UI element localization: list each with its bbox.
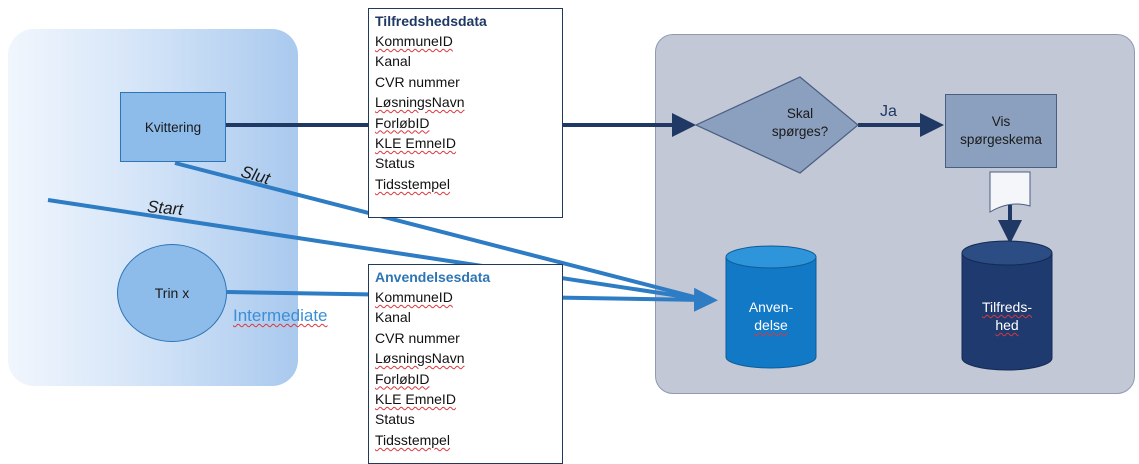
field-text: KLE EmneID [375, 135, 456, 152]
vis-sporgeskema-box: Vis spørgeskema [945, 94, 1057, 168]
field-text: LøsningsNavn [375, 350, 465, 367]
field-text: CVR nummer [375, 329, 460, 346]
anvendelse-line-1: Anven- [748, 299, 794, 315]
field-text: KLE EmneID [375, 391, 456, 408]
field-text: LøsningsNavn [375, 94, 465, 111]
slut-line [174, 161, 707, 302]
tilfredshed-line-1: Tilfreds- [981, 299, 1033, 315]
field-tidsstempel: Tidsstempel [375, 430, 562, 450]
anvendelse-line-2: delse [754, 317, 788, 333]
start-label: Start [146, 197, 184, 220]
field-text: KommuneID [375, 33, 453, 49]
trin-x-label: Trin x [154, 285, 190, 301]
vis-line-2: spørgeskema [960, 132, 1042, 147]
field-cvr-nummer: CVR nummer [375, 72, 562, 92]
tilfredshed-cylinder-label: Tilfreds- hed [962, 298, 1052, 334]
tilfredshed-cylinder [961, 240, 1053, 371]
field-text: Tidsstempel [375, 431, 450, 448]
field-text: Kanal [375, 309, 411, 326]
anvendelse-cylinder-label: Anven- delse [726, 298, 816, 334]
anvendelsesdata-box: Anvendelsesdata KommuneID Kanal CVR numm… [368, 264, 563, 464]
ja-label: Ja [880, 103, 897, 120]
decision-line-2: spørges? [771, 124, 829, 139]
field-forlobid: ForløbID [375, 369, 562, 389]
field-text: Kanal [375, 53, 411, 70]
vis-line-1: Vis [991, 114, 1011, 129]
field-losningsnavn: LøsningsNavn [375, 92, 562, 112]
field-text: ForløbID [375, 370, 430, 387]
kvittering-box: Kvittering [120, 92, 226, 162]
field-text: CVR nummer [375, 73, 460, 90]
field-kommuneid: KommuneID [375, 31, 562, 51]
trin-x-circle: Trin x [117, 244, 227, 342]
field-text: KommuneID [375, 289, 453, 305]
anvendelsesdata-field-list: KommuneID Kanal CVR nummer LøsningsNavn … [375, 287, 562, 450]
tilfredshed-line-2: hed [995, 317, 1019, 333]
document-icon [989, 171, 1031, 213]
field-kommuneid: KommuneID [375, 287, 562, 307]
start-line [47, 198, 707, 302]
field-text: Status [375, 411, 415, 428]
tilfredshedsdata-field-list: KommuneID Kanal CVR nummer LøsningsNavn … [375, 31, 562, 194]
field-kle-emneid: KLE EmneID [375, 133, 562, 153]
field-kle-emneid: KLE EmneID [375, 389, 562, 409]
tilfredshedsdata-box: Tilfredshedsdata KommuneID Kanal CVR num… [368, 8, 563, 218]
anvendelsesdata-title: Anvendelsesdata [375, 269, 491, 285]
decision-diamond [694, 76, 859, 174]
anvendelse-cylinder [725, 245, 817, 369]
decision-label: Skal spørges? [752, 105, 848, 141]
field-losningsnavn: LøsningsNavn [375, 348, 562, 368]
kvittering-label: Kvittering [144, 119, 202, 135]
field-kanal: Kanal [375, 307, 562, 327]
tilfredshedsdata-title: Tilfredshedsdata [375, 13, 487, 29]
field-cvr-nummer: CVR nummer [375, 328, 562, 348]
field-text: ForløbID [375, 114, 430, 131]
field-text: Status [375, 155, 415, 172]
field-status: Status [375, 409, 562, 429]
intermediate-label: Intermediate [233, 306, 328, 325]
field-status: Status [375, 153, 562, 173]
field-tidsstempel: Tidsstempel [375, 174, 562, 194]
field-text: Tidsstempel [375, 175, 450, 192]
field-forlobid: ForløbID [375, 113, 562, 133]
decision-line-1: Skal [786, 106, 814, 121]
field-kanal: Kanal [375, 51, 562, 71]
